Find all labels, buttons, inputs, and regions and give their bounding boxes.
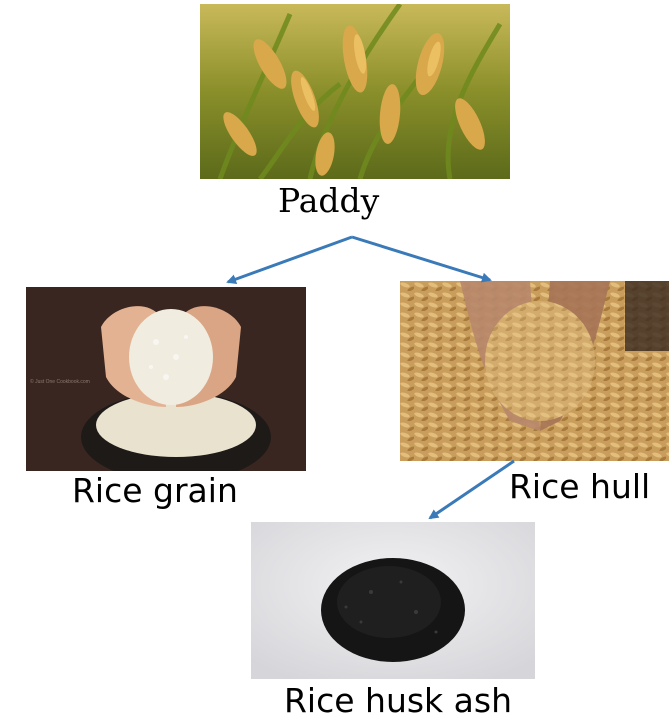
paddy-label: Paddy — [278, 184, 379, 217]
rice-hull-photo — [400, 281, 669, 461]
rice-husk-ash-label: Rice husk ash — [284, 684, 512, 717]
paddy-photo — [200, 4, 510, 179]
watermark-text: © Just One Cookbook.com — [30, 379, 90, 385]
rice-hull-label: Rice hull — [509, 470, 650, 503]
arrow-rice-hull-to-ash — [430, 461, 514, 518]
arrow-paddy-to-rice-hull — [352, 237, 490, 280]
rice-grain-label: Rice grain — [72, 474, 238, 507]
rice-grain-photo: © Just One Cookbook.com — [26, 287, 306, 471]
arrow-paddy-to-rice-grain — [228, 237, 352, 282]
rice-husk-ash-photo — [251, 522, 535, 679]
